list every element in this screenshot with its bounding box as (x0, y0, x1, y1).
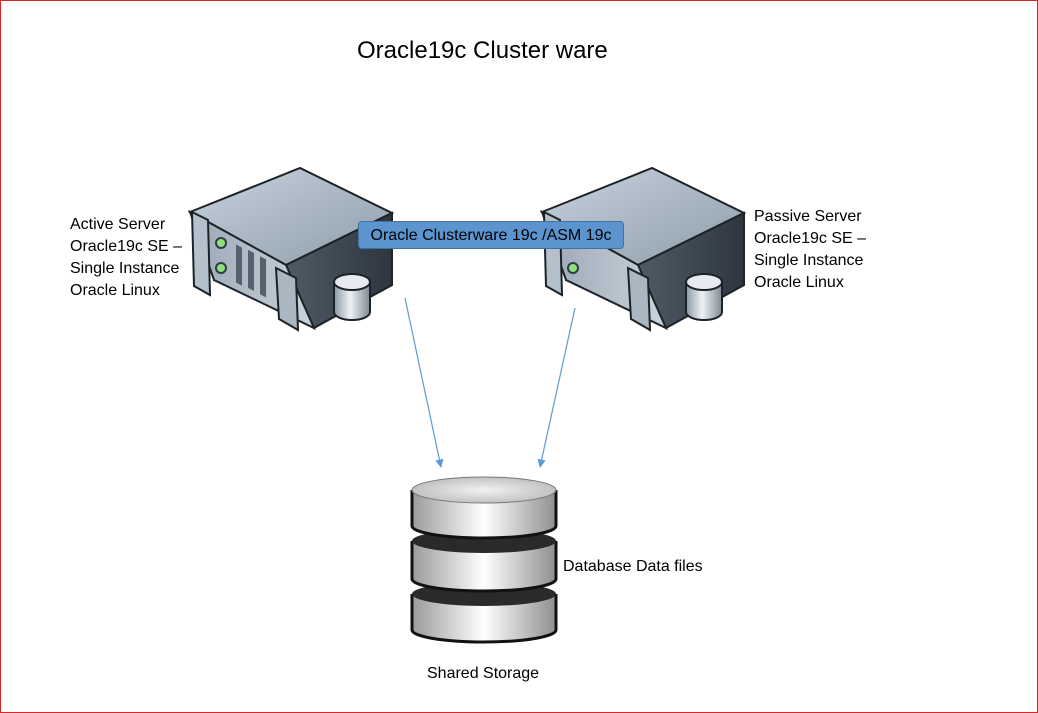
active-server-label: Active Server Oracle19c SE – Single Inst… (70, 214, 182, 302)
active-server-line: Active Server (70, 216, 166, 233)
passive-server-label: Passive Server Oracle19c SE – Single Ins… (754, 206, 866, 294)
diagram-title: Oracle19c Cluster ware (357, 37, 608, 64)
passive-server-line: Oracle19c SE – (754, 230, 867, 247)
active-server-line: Oracle Linux (70, 282, 160, 299)
active-server-line: Single Instance (70, 260, 180, 277)
passive-server-line: Passive Server (754, 208, 862, 225)
passive-server-line: Single Instance (754, 252, 864, 269)
active-server-line: Oracle19c SE – (70, 238, 183, 255)
arrow-passive-to-storage (537, 307, 576, 468)
server-icon (187, 166, 395, 332)
passive-server-line: Oracle Linux (754, 274, 844, 291)
arrow-active-to-storage (404, 297, 444, 468)
storage-caption: Shared Storage (427, 665, 540, 682)
storage-label: Database Data files (563, 558, 703, 575)
clusterware-banner: Oracle Clusterware 19c /ASM 19c (358, 221, 624, 249)
database-stack-icon (410, 476, 558, 644)
